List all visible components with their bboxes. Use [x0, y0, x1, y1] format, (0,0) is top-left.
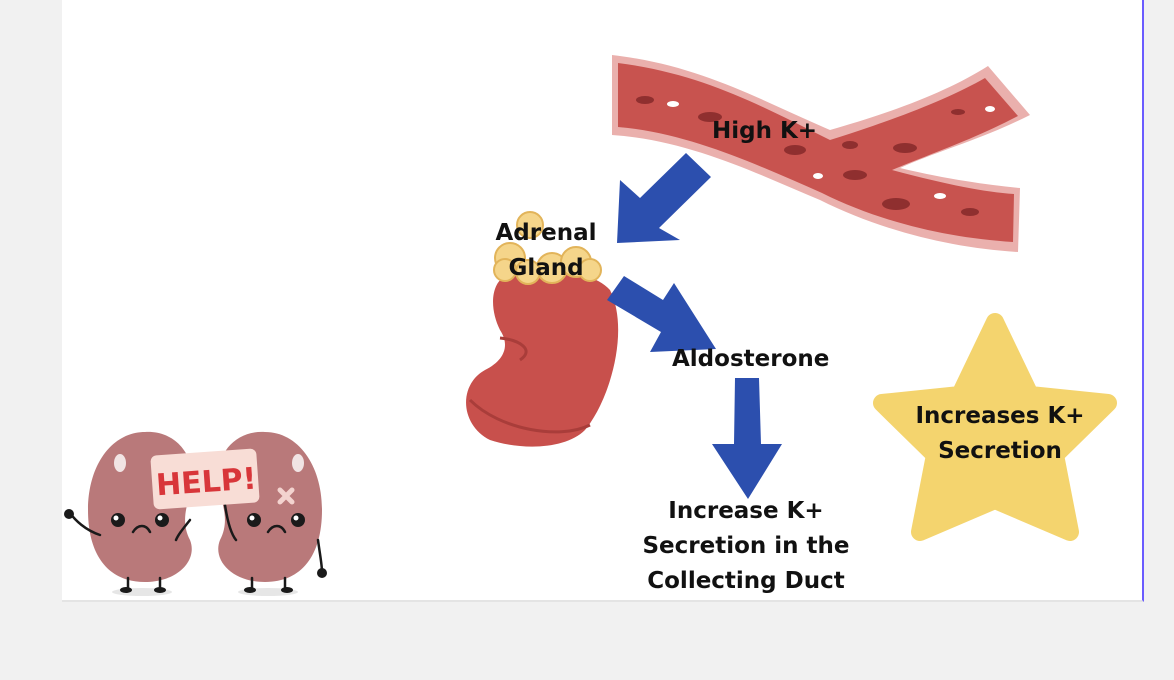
star-label: Increases K+ Secretion — [910, 399, 1090, 469]
help-sign-text: HELP! — [155, 461, 258, 503]
high-k-label: High K+ — [712, 118, 818, 144]
arrow-icon — [617, 153, 711, 243]
adrenal-line-2: Gland — [508, 255, 584, 281]
arrow-icon — [607, 276, 716, 352]
increase-k-label: Increase K+ Secretion in the Collecting … — [640, 494, 852, 599]
increase-line-1: Increase K+ — [668, 498, 824, 524]
increase-line-2: Secretion in the — [642, 533, 850, 559]
arrow-icon — [712, 378, 782, 499]
sad-kidneys-icon: HELP! — [64, 431, 327, 596]
adrenal-gland-label: Adrenal Gland — [480, 216, 612, 286]
kidney-icon — [466, 271, 619, 447]
star-line-2: Secretion — [938, 438, 1062, 464]
star-line-1: Increases K+ — [915, 403, 1085, 429]
adrenal-line-1: Adrenal — [495, 220, 597, 246]
blood-vessel-icon — [612, 55, 1030, 252]
star-icon — [873, 313, 1117, 541]
adrenal-gland-icon — [493, 211, 602, 285]
increase-line-3: Collecting Duct — [647, 568, 845, 594]
aldosterone-label: Aldosterone — [672, 346, 830, 372]
